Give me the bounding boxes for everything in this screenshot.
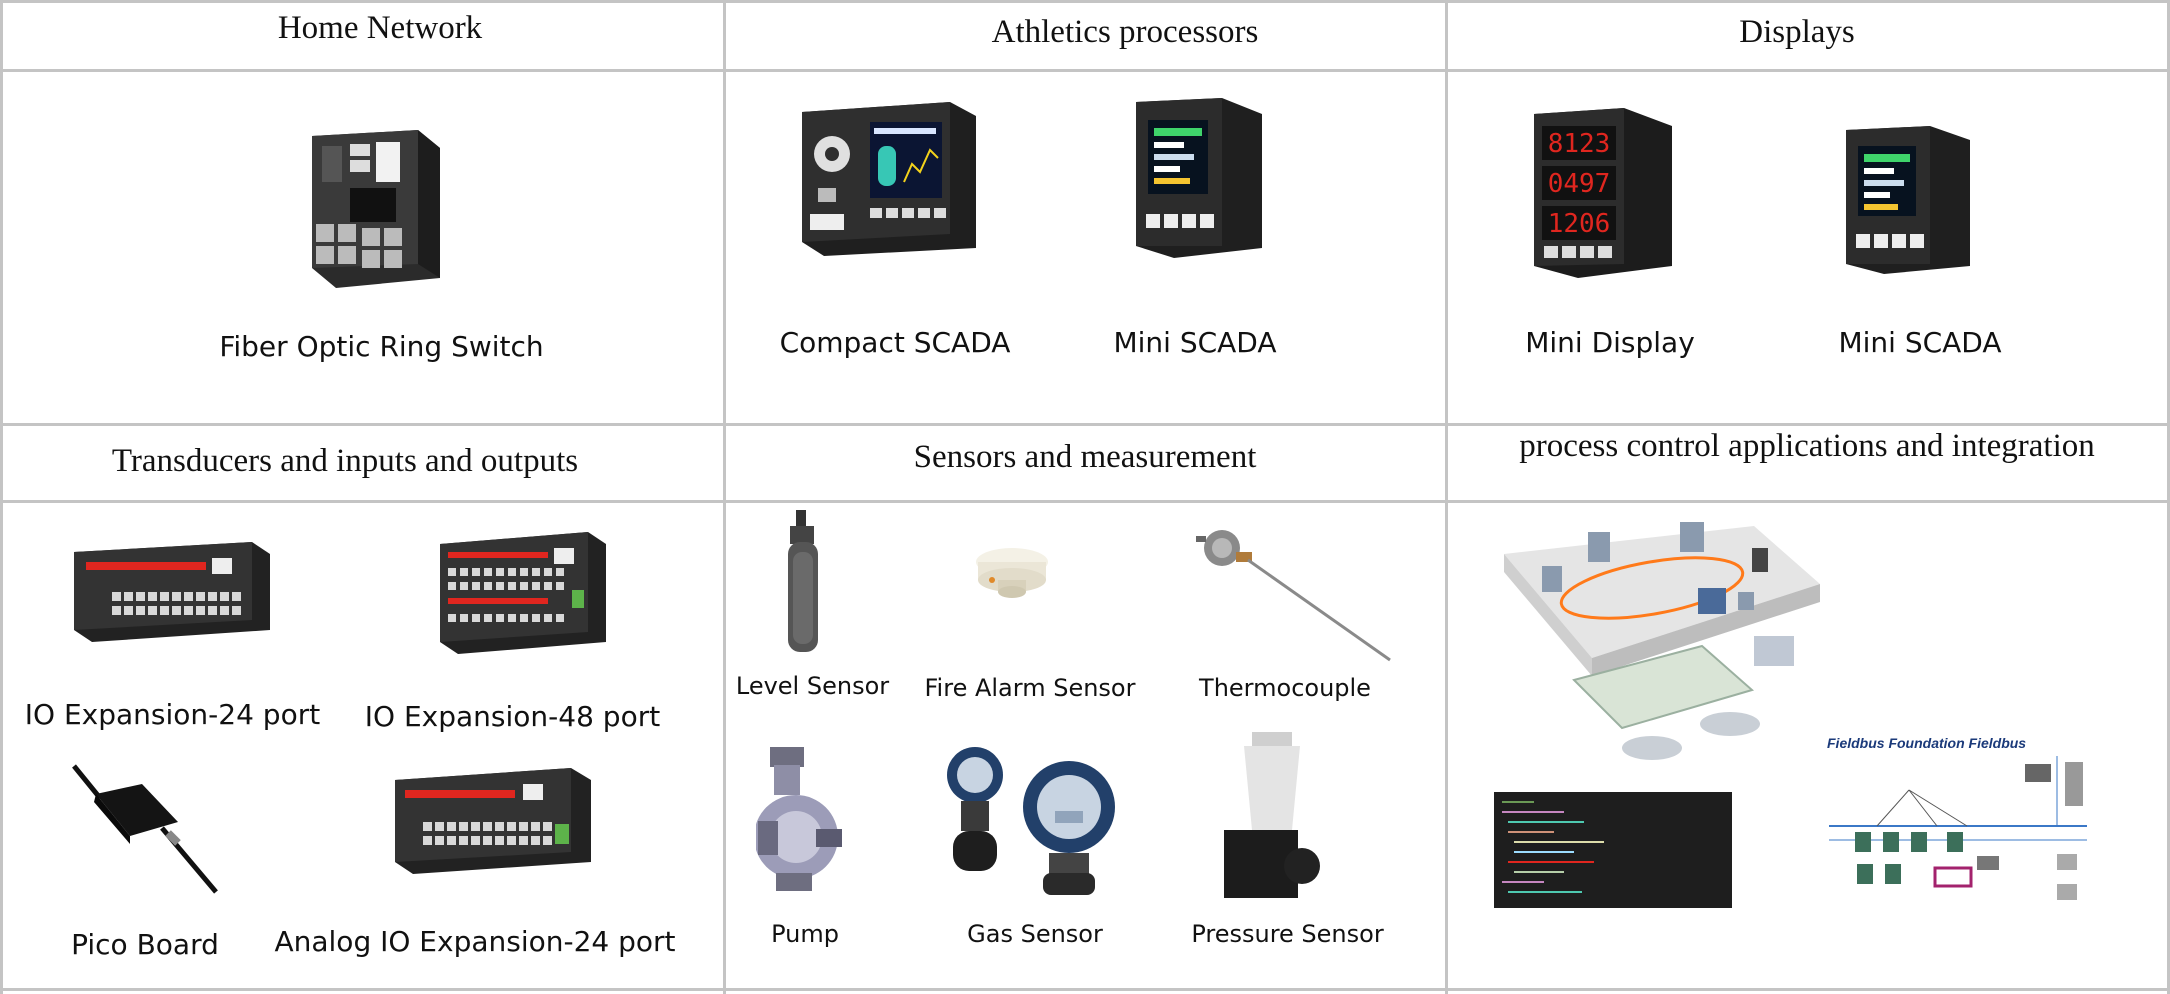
- table-border-left: [0, 0, 3, 994]
- caption-fiber-switch: Fiber Optic Ring Switch: [219, 330, 544, 363]
- fiber-switch-image: [306, 128, 446, 290]
- row-divider: [0, 423, 2170, 426]
- mini-scada-display-image: [1844, 124, 1972, 276]
- caption-mini-scada: Mini SCADA: [1113, 326, 1277, 359]
- display-reading-1: 8123: [1548, 129, 1611, 159]
- header-transducers: Transducers and inputs and outputs: [111, 443, 579, 479]
- caption-pico-board: Pico Board: [71, 928, 219, 961]
- caption-analog-io-24: Analog IO Expansion-24 port: [274, 925, 676, 958]
- io-48-image: [438, 530, 608, 656]
- caption-compact-scada: Compact SCADA: [779, 326, 1011, 359]
- pressure-sensor-image: [1222, 730, 1322, 900]
- caption-pressure-sensor: Pressure Sensor: [1191, 920, 1384, 948]
- caption-gas-sensor: Gas Sensor: [967, 920, 1103, 948]
- caption-fire-alarm-sensor: Fire Alarm Sensor: [924, 674, 1136, 702]
- thermocouple-image: [1196, 522, 1392, 662]
- caption-thermocouple: Thermocouple: [1199, 674, 1371, 702]
- table-border-top: [0, 0, 2170, 3]
- fire-alarm-sensor-image: [972, 540, 1052, 606]
- fieldbus-title: Fieldbus Foundation Fieldbus: [1827, 735, 2026, 751]
- display-reading-3: 1206: [1548, 209, 1611, 239]
- header-displays: Displays: [1739, 14, 1855, 50]
- io-24-image: [72, 540, 272, 644]
- column-divider-1: [723, 0, 726, 994]
- header-process-control: process control applications and integra…: [1519, 428, 2095, 464]
- gas-sensor-image: [935, 745, 1131, 897]
- header-sensors: Sensors and measurement: [913, 439, 1257, 475]
- header-athletics-processors: Athletics processors: [991, 14, 1259, 50]
- code-screenshot-image: [1494, 792, 1732, 908]
- header-divider-2: [0, 500, 2170, 503]
- column-divider-2: [1445, 0, 1448, 994]
- caption-level-sensor: Level Sensor: [735, 672, 890, 700]
- caption-mini-display: Mini Display: [1525, 326, 1695, 359]
- pump-image: [756, 745, 846, 895]
- header-divider-1: [0, 69, 2170, 72]
- caption-pump: Pump: [771, 920, 839, 948]
- header-home-network: Home Network: [277, 10, 483, 46]
- pico-board-image: [70, 764, 220, 894]
- fieldbus-diagram: Fieldbus Foundation Fieldbus: [1817, 716, 2095, 906]
- compact-scada-image: [800, 98, 978, 258]
- table-border-right: [2167, 0, 2170, 994]
- display-reading-2: 0497: [1548, 169, 1611, 199]
- table-border-bottom: [0, 988, 2170, 991]
- mini-display-image: 8123 0497 1206: [1532, 106, 1674, 280]
- caption-io-24: IO Expansion-24 port: [24, 698, 321, 731]
- caption-mini-scada-2: Mini SCADA: [1838, 326, 2002, 359]
- mini-scada-image: [1134, 96, 1264, 260]
- caption-io-48: IO Expansion-48 port: [364, 700, 661, 733]
- level-sensor-image: [782, 508, 824, 658]
- analog-io-24-image: [393, 766, 593, 876]
- fiber-ring-plant-diagram: [1502, 518, 1822, 768]
